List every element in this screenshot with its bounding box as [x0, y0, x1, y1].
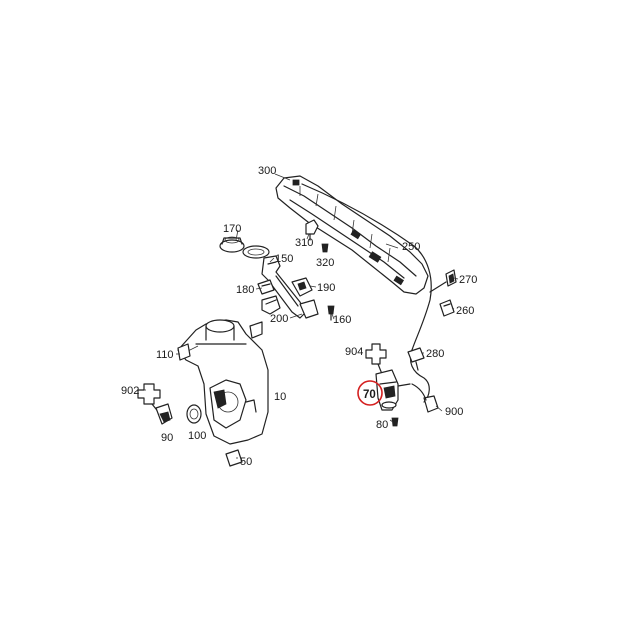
label-10[interactable]: 10	[274, 391, 286, 403]
part-labels: 300 310 320 250 270 260 170 150 180 190 …	[121, 165, 477, 468]
cowl-panel-drawing	[275, 175, 432, 403]
label-280[interactable]: 280	[426, 348, 444, 360]
label-320[interactable]: 320	[316, 257, 334, 269]
filler-neck-drawing	[219, 236, 335, 321]
label-80[interactable]: 80	[376, 419, 388, 431]
label-900[interactable]: 900	[445, 406, 463, 418]
leader-lines	[144, 173, 459, 459]
level-sensor-drawing	[137, 383, 202, 425]
label-90[interactable]: 90	[161, 432, 173, 444]
label-200[interactable]: 200	[270, 313, 288, 325]
label-190[interactable]: 190	[317, 282, 335, 294]
label-150[interactable]: 150	[275, 253, 293, 265]
label-180[interactable]: 180	[236, 284, 254, 296]
label-270[interactable]: 270	[459, 274, 477, 286]
label-260[interactable]: 260	[456, 305, 474, 317]
label-110[interactable]: 110	[156, 349, 174, 361]
label-300[interactable]: 300	[258, 165, 276, 177]
label-902[interactable]: 902	[121, 385, 139, 397]
reservoir-drawing	[177, 319, 269, 467]
label-160[interactable]: 160	[333, 314, 351, 326]
highlight-circle	[357, 380, 383, 406]
label-310[interactable]: 310	[295, 237, 313, 249]
clip-260-drawing	[439, 299, 455, 317]
label-904[interactable]: 904	[345, 346, 363, 358]
label-250[interactable]: 250	[402, 241, 420, 253]
label-70[interactable]: 70	[363, 389, 376, 401]
connector-270-drawing	[429, 269, 457, 293]
label-50[interactable]: 50	[240, 456, 252, 468]
label-100[interactable]: 100	[188, 430, 206, 442]
clip-drawing	[305, 219, 329, 253]
label-170[interactable]: 170	[223, 223, 241, 235]
